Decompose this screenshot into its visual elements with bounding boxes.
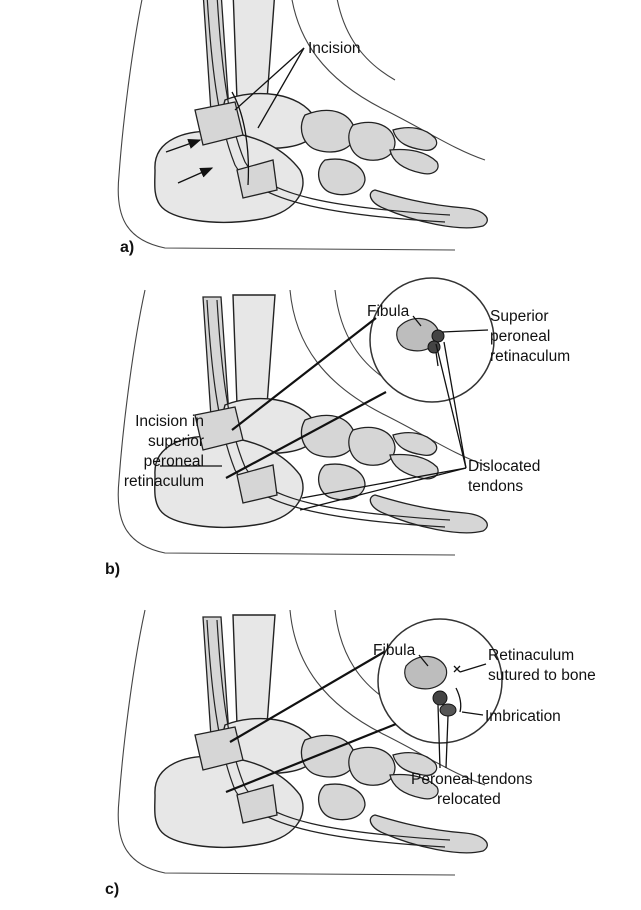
panel-tag-b: b) [105,561,120,578]
label-inc-1: Incision in [135,413,204,430]
label-dis-1: Dislocated [468,458,540,475]
label-per-1: Peroneal tendons [411,771,533,788]
label-inc-2: superior [148,433,204,450]
panel-tag-a: a) [120,239,134,256]
label-inc-4: retinaculum [124,473,204,490]
label-per-2: relocated [437,791,501,808]
label-incision: Incision [308,40,361,57]
panel-tag-c: c) [105,881,119,898]
tendon-c-1 [433,691,447,705]
panel-a: Incision a) [118,0,487,256]
foot-illustration-a [118,0,487,250]
label-ret-1: Retinaculum [488,647,574,664]
panel-b: Fibula Superior peroneal retinaculum Inc… [105,278,570,578]
label-dis-2: tendons [468,478,523,495]
label-fibula-c: Fibula [373,642,416,659]
tendon-c-2 [440,704,456,716]
label-fibula-b: Fibula [367,303,410,320]
fibula-crosssection-c [405,656,447,688]
label-spr-3: retinaculum [490,348,570,365]
label-spr-2: peroneal [490,328,550,345]
label-inc-3: peroneal [144,453,204,470]
label-imbrication: Imbrication [485,708,561,725]
label-spr-1: Superior [490,308,549,325]
label-ret-2: sutured to bone [488,667,596,684]
panel-c: Fibula Retinaculum sutured to bone Imbri… [105,610,596,898]
